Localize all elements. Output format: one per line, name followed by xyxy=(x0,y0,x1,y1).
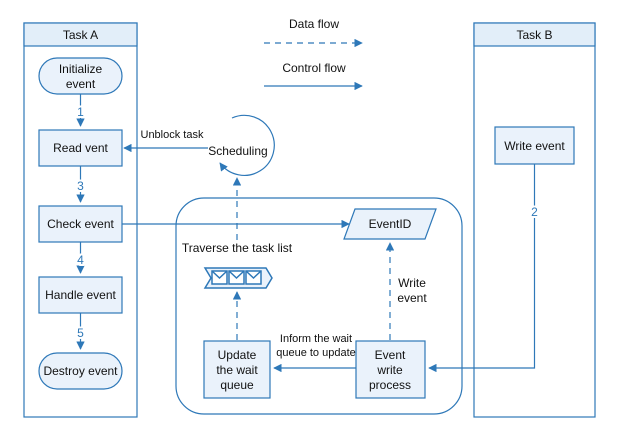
legend-control-flow-label: Control flow xyxy=(282,61,346,75)
initialize-event-node: Initialize event xyxy=(38,57,123,95)
check-event-node: Check event xyxy=(38,205,123,243)
step-number-1: 1 xyxy=(77,105,84,119)
taskb-to-process-arrow xyxy=(428,164,536,373)
check-event-label: Check event xyxy=(47,217,114,231)
eventid-label: EventID xyxy=(369,217,412,231)
mail-icon-2 xyxy=(228,270,245,285)
traverse-label: Traverse the task list xyxy=(182,241,293,255)
update-label-2: the wait xyxy=(216,363,258,377)
destroy-event-label: Destroy event xyxy=(43,364,118,378)
legend-data-flow-label: Data flow xyxy=(289,17,339,31)
step-number-5: 5 xyxy=(77,326,84,340)
handle-event-node: Handle event xyxy=(38,276,123,314)
initialize-event-label-2: event xyxy=(66,77,96,91)
legend: Data flow Control flow xyxy=(264,17,363,91)
update-wait-queue-node: Update the wait queue xyxy=(203,340,271,399)
process-label-3: process xyxy=(369,378,411,392)
write-event-label-1: Write xyxy=(398,276,426,290)
lane-task-b: Task B xyxy=(473,22,596,418)
destroy-event-node: Destroy event xyxy=(38,352,123,390)
unblock-task-label: Unblock task xyxy=(141,129,204,141)
handle-event-label: Handle event xyxy=(45,288,116,302)
initialize-event-label-1: Initialize xyxy=(59,62,103,76)
kernel-container xyxy=(175,197,463,415)
mail-icon-1 xyxy=(211,270,228,285)
wait-queue-icon xyxy=(203,267,273,289)
write-event-box-label: Write event xyxy=(504,139,565,153)
event-write-process-node: Event write process xyxy=(355,340,426,399)
write-event-node: Write event xyxy=(494,126,575,165)
read-event-label: Read vent xyxy=(53,141,108,155)
scheduling-label: Scheduling xyxy=(208,144,267,158)
eventid-node: EventID xyxy=(343,208,437,240)
step-number-4: 4 xyxy=(77,253,84,267)
step-number-2: 2 xyxy=(531,205,538,219)
inform-label-1: Inform the wait xyxy=(280,333,352,345)
step-number-3: 3 xyxy=(77,179,84,193)
read-event-node: Read vent xyxy=(38,129,123,167)
update-label-3: queue xyxy=(220,378,254,392)
scheduling-node: Scheduling xyxy=(208,114,275,176)
write-event-label-2: event xyxy=(397,291,427,305)
process-label-2: write xyxy=(376,363,403,377)
update-label-1: Update xyxy=(218,348,257,362)
mail-icon-3 xyxy=(245,270,262,285)
inform-label-2: queue to update xyxy=(276,347,356,359)
lane-title-task-a: Task A xyxy=(63,28,98,42)
process-label-1: Event xyxy=(375,348,406,362)
lane-title-task-b: Task B xyxy=(516,28,552,42)
